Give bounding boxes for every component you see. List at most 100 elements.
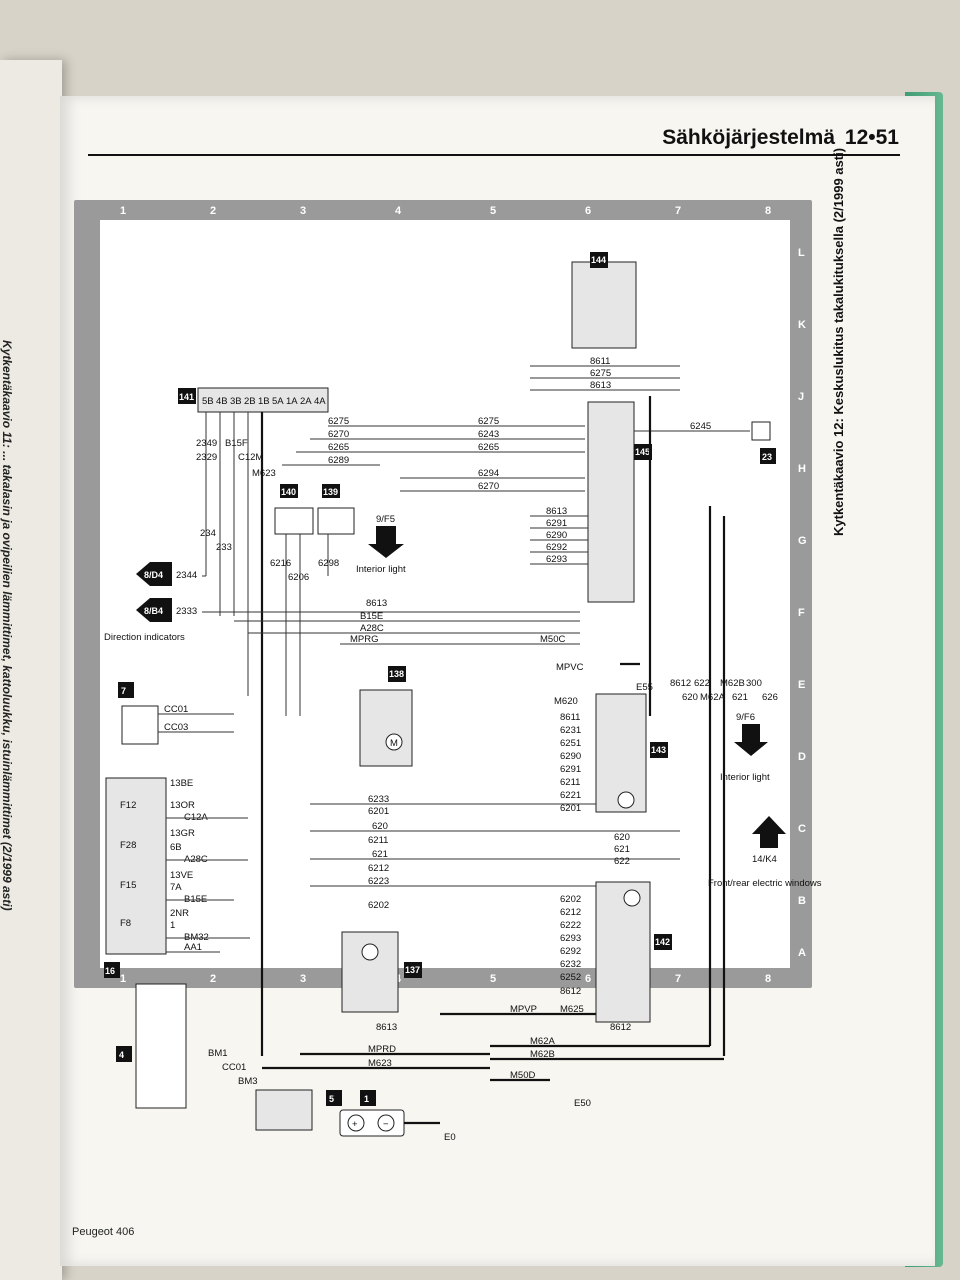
label-m50c: M50C (540, 634, 565, 645)
label-142-3: 6293 (560, 933, 581, 944)
grid-rows-right: L K J H G F E D C B A (798, 247, 807, 959)
bottom-vertical-labels: BM1 CC01 BM3 (208, 1048, 258, 1087)
label-145-6293: 6293 (546, 554, 567, 565)
badge-139 (322, 484, 340, 498)
label-arrow-14k4: 14/K4 (752, 854, 777, 865)
pin-141-4A: 4A (314, 396, 326, 407)
pin-141-2B: 2B (244, 396, 256, 407)
label-145-6292: 6292 (546, 542, 567, 553)
rows-145: 8613 6291 6290 6292 6293 (530, 506, 588, 565)
label-arrow-9f6: 9/F6 (736, 712, 755, 723)
rows-142: 6202 6212 6222 6293 6292 6232 6252 8612 (560, 894, 581, 997)
grid-row-J: J (798, 391, 804, 403)
badge-140-label: 140 (281, 487, 296, 497)
label-bus-6223: 6223 (368, 876, 389, 887)
badge-145 (634, 444, 652, 460)
connector-141-pins: 5B 4B 3B 2B 1B 5A 1A 2A 4A (202, 396, 326, 407)
label-144-6275: 6275 (590, 368, 611, 379)
label-2344: 2344 (176, 570, 197, 581)
label-143-0: 8611 (560, 712, 580, 723)
label-vb-621: 621 (732, 692, 748, 703)
label-direction-indicators: Direction indicators (104, 632, 185, 643)
label-row-6289: 6289 (328, 455, 349, 466)
badge-142 (654, 934, 672, 950)
grid-columns-top: 1 2 3 4 5 6 7 8 (120, 205, 771, 217)
diagram-area (100, 220, 790, 968)
badge-1-label: 1 (364, 1094, 369, 1104)
label-145-6291: 6291 (546, 518, 567, 529)
fuse-box-16 (105, 777, 167, 955)
label-2333: 2333 (176, 606, 197, 617)
label-b15f: B15F (225, 438, 248, 449)
manual-page: Sähköjärjestelmä 12•51 1 2 3 4 5 6 7 8 1… (60, 96, 935, 1266)
label-m50d: M50D (510, 1070, 535, 1081)
header-rule (88, 154, 900, 156)
badge-4-label: 4 (119, 1050, 124, 1060)
label-bus-6233: 6233 (368, 794, 389, 805)
connector-139 (317, 507, 355, 535)
label-143-6: 6221 (560, 790, 581, 801)
label-142-2: 6222 (560, 920, 581, 931)
left-page: Kytkentäkaavio 11: ... takalasin ja ovip… (0, 60, 62, 1280)
fuse-conn-1: 6B (170, 842, 182, 853)
fuse-pin-3: 2NR (170, 908, 189, 919)
label-233: 233 (216, 542, 232, 553)
motor-icon-143 (617, 791, 635, 809)
label-8-d4: 8/D4 (144, 570, 163, 580)
label-6298: 6298 (318, 558, 339, 569)
page-number: 12•51 (844, 126, 899, 149)
label-143-3: 6290 (560, 751, 581, 762)
label-interior-light-right: Interior light (720, 772, 770, 783)
connector-23 (751, 421, 771, 441)
label-8-b4: 8/B4 (144, 606, 163, 616)
badge-23 (760, 448, 776, 464)
arrow-interior-light-right (734, 724, 768, 756)
label-142-5: 6232 (560, 959, 581, 970)
label-8613-mid: 8613 (366, 598, 387, 609)
pin-141-2A: 2A (300, 396, 312, 407)
label-row-6265: 6265 (328, 442, 349, 453)
label-m625: M625 (560, 1004, 584, 1015)
label-142-4: 6292 (560, 946, 581, 957)
label-bus-620: 620 (372, 821, 388, 832)
label-6245: 6245 (690, 421, 711, 432)
pin-141-4B: 4B (216, 396, 228, 407)
grid-col-1-bottom: 1 (120, 973, 126, 985)
grid-col-3: 3 (300, 205, 306, 217)
caption-text: Kytkentäkaavio 12: Keskuslukitus takaluk… (831, 147, 846, 536)
badge-141-label: 141 (179, 392, 194, 402)
label-bus-621: 621 (372, 849, 388, 860)
battery-plus-symbol: + (352, 1119, 358, 1130)
fuse-5 (255, 1089, 313, 1131)
label-right-6270: 6270 (478, 481, 499, 492)
grid-col-5-bottom: 5 (490, 973, 496, 985)
badge-5 (326, 1090, 342, 1106)
diagram-caption: Kytkentäkaavio 12: Keskuslukitus takaluk… (830, 148, 848, 536)
grid-col-3-bottom: 3 (300, 973, 306, 985)
label-145-6290: 6290 (546, 530, 567, 541)
label-6206: 6206 (288, 572, 309, 583)
label-a28c: A28C (360, 623, 384, 634)
label-m623-top: M623 (252, 468, 276, 479)
badge-145-label: 145 (635, 447, 650, 457)
connector-140 (274, 507, 314, 535)
label-143-2: 6251 (560, 738, 581, 749)
badge-141 (178, 388, 196, 404)
badge-137 (404, 962, 422, 978)
fuse-pin-1: 13GR (170, 828, 195, 839)
label-8613-bottom: 8613 (376, 1022, 397, 1033)
fuse-pin-0: 13BE (170, 778, 193, 789)
grid-col-2: 2 (210, 205, 216, 217)
rows-144: 8611 6275 8613 (530, 356, 680, 391)
label-mprd: MPRD (368, 1044, 396, 1055)
grid-row-D: D (798, 751, 806, 763)
grid-row-E: E (798, 679, 805, 691)
actuator-142 (595, 881, 651, 1023)
grid-col-1: 1 (120, 205, 126, 217)
label-row-6270: 6270 (328, 429, 349, 440)
label-6216: 6216 (270, 558, 291, 569)
badge-16-label: 16 (105, 966, 115, 976)
label-bus-6211: 6211 (368, 835, 388, 846)
label-b15e: B15E (360, 611, 383, 622)
fuse-conn-3: 1 (170, 920, 175, 931)
